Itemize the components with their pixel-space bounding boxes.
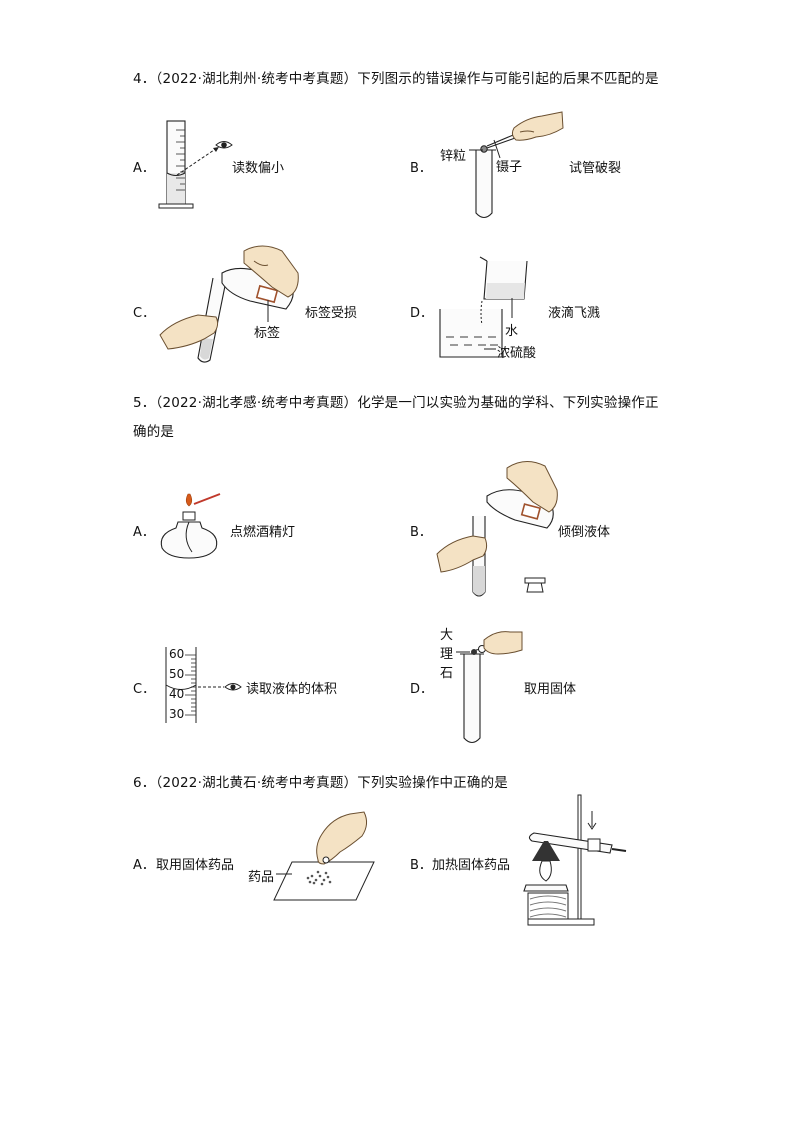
heating-solid-apparatus-figure <box>523 794 627 926</box>
alcohol-lamp-figure <box>160 493 221 559</box>
graduated-cylinder-figure <box>158 120 219 209</box>
q5-option-b-letter[interactable]: B． <box>410 525 432 540</box>
q4-label-tag: 标签 <box>254 326 281 341</box>
question-5-stem-line2: 确的是 <box>133 424 175 440</box>
tweezers-leader-line <box>493 139 501 159</box>
q6-option-a-caption: 取用固体药品 <box>156 858 235 873</box>
q4-option-a-letter[interactable]: A． <box>133 161 155 176</box>
q5-option-d-caption: 取用固体 <box>524 682 577 697</box>
q5-marble-char-1: 大 <box>440 628 454 643</box>
q6-option-a-letter[interactable]: A． <box>133 858 155 873</box>
q4-option-d-letter[interactable]: D． <box>410 306 434 321</box>
water-leader-line <box>511 298 513 318</box>
q4-option-b-caption: 试管破裂 <box>569 161 622 176</box>
q4-option-c-letter[interactable]: C． <box>133 306 156 321</box>
sightline-with-eye-icon <box>198 683 242 691</box>
q4-acid-label: 浓硫酸 <box>497 346 537 361</box>
q5-marble-char-2: 理 <box>440 647 454 662</box>
q5-option-c-letter[interactable]: C． <box>133 682 156 697</box>
graduated-scale-figure <box>165 647 197 723</box>
pouring-liquid-correct-figure <box>436 461 558 597</box>
scale-tick-50: 50 <box>169 667 185 681</box>
q5-option-b-caption: 倾倒液体 <box>558 525 611 540</box>
q5-marble-char-3: 石 <box>440 666 454 681</box>
zinc-leader-line <box>469 149 483 151</box>
question-6-stem: 6．（2022·湖北黄石·统考中考真题）下列实验操作中正确的是 <box>133 775 508 791</box>
acid-leader-line <box>484 348 496 350</box>
q6-drug-label: 药品 <box>248 870 275 885</box>
q5-option-a-letter[interactable]: A． <box>133 525 155 540</box>
pouring-liquid-wrong-label-figure <box>159 245 299 363</box>
q4-option-c-caption: 标签受损 <box>305 306 358 321</box>
drug-leader-line <box>276 873 292 875</box>
scale-tick-40: 40 <box>169 687 185 701</box>
label-leader-line <box>267 300 269 322</box>
q4-option-b-letter[interactable]: B． <box>410 161 432 176</box>
test-tube-tweezers-figure <box>472 111 564 219</box>
q4-option-a-caption: 读数偏小 <box>232 161 285 176</box>
taking-solid-by-hand-figure <box>273 811 375 901</box>
q5-option-d-letter[interactable]: D． <box>410 682 434 697</box>
dilution-wrong-figure <box>439 256 528 358</box>
q5-option-c-caption: 读取液体的体积 <box>246 682 338 697</box>
q4-zinc-label: 锌粒 <box>440 149 467 164</box>
question-4-stem: 4．（2022·湖北荆州·统考中考真题）下列图示的错误操作与可能引起的后果不匹配… <box>133 71 659 87</box>
scale-tick-30: 30 <box>169 707 185 721</box>
q5-option-a-caption: 点燃酒精灯 <box>230 525 296 540</box>
q4-water-label: 水 <box>505 324 519 339</box>
q4-tweezers-label: 镊子 <box>496 160 523 175</box>
q6-option-b-caption: 加热固体药品 <box>432 858 511 873</box>
test-tube-marble-figure <box>456 631 523 744</box>
scale-tick-60: 60 <box>169 647 185 661</box>
eye-icon <box>215 141 233 149</box>
q4-option-d-caption: 液滴飞溅 <box>548 306 601 321</box>
question-5-stem-line1: 5．（2022·湖北孝感·统考中考真题）化学是一门以实验为基础的学科、下列实验操… <box>133 395 659 411</box>
q6-option-b-letter[interactable]: B． <box>410 858 432 873</box>
